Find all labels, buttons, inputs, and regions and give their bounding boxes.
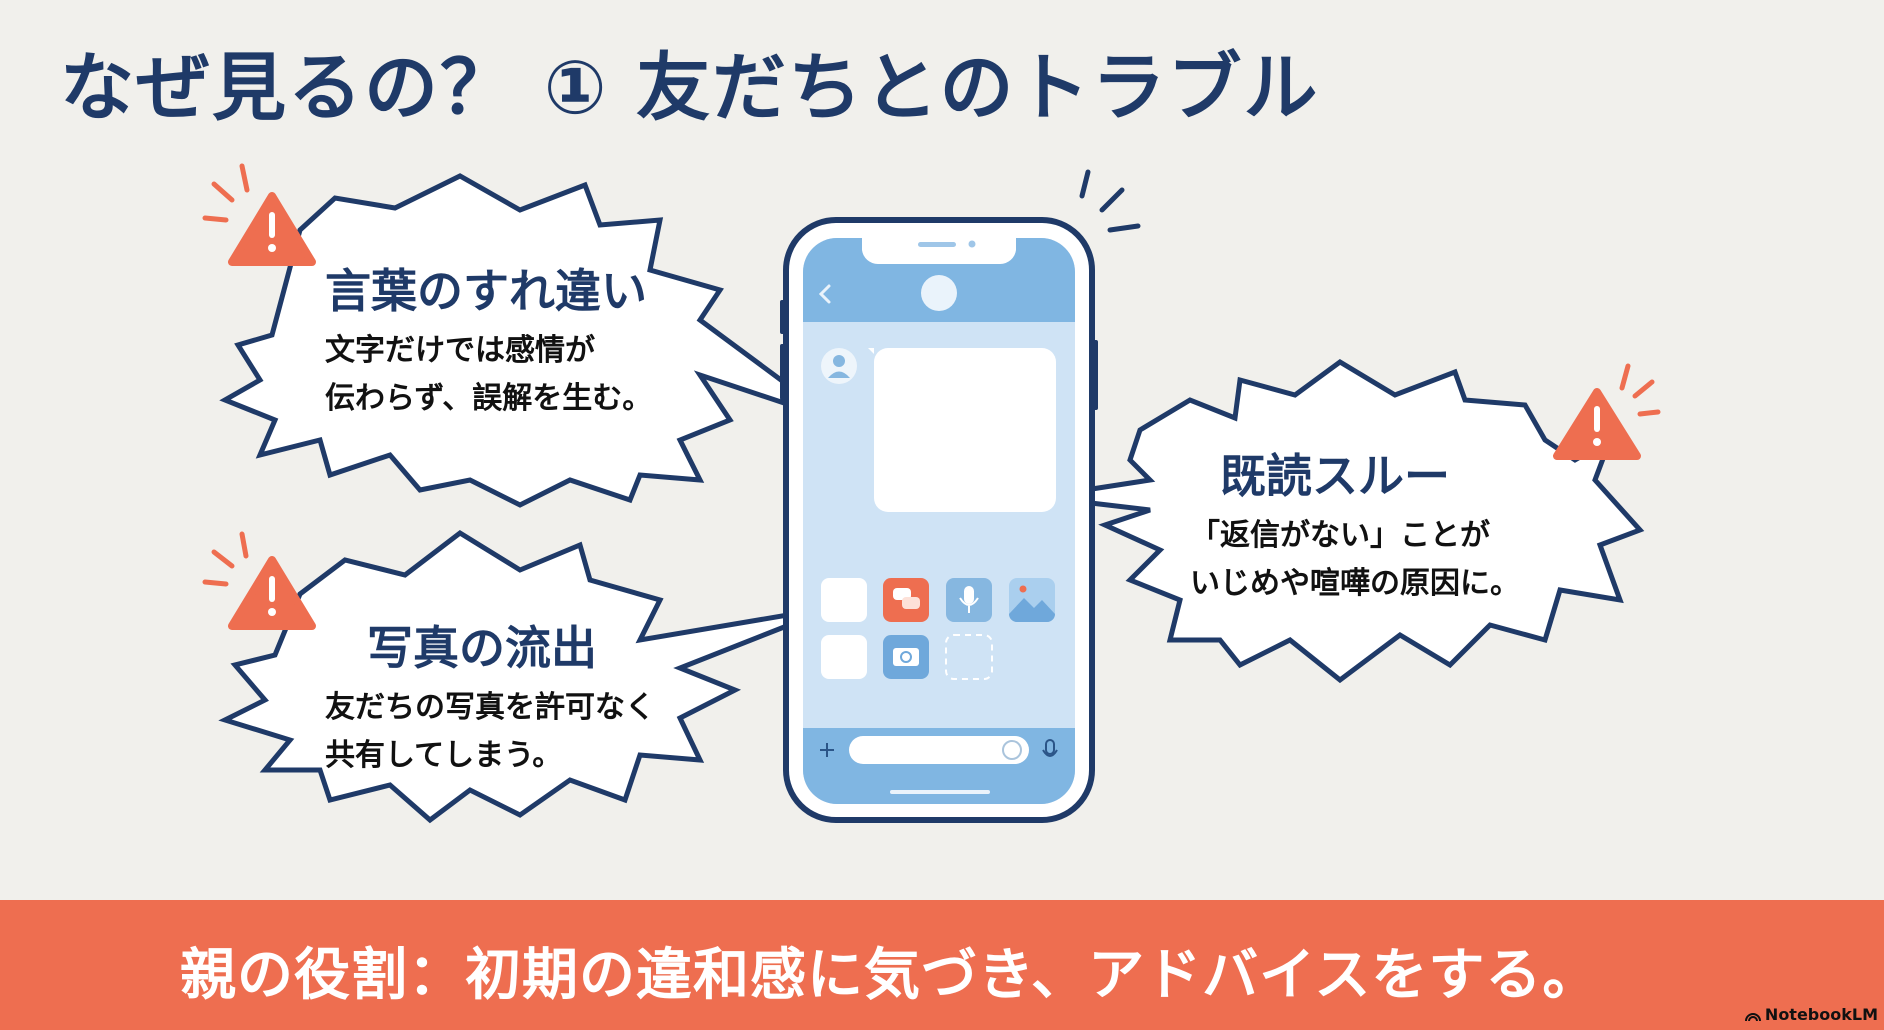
burst-text-photo-leak: 写真の流出 友だちの写真を許可なく 共有してしまう。 <box>325 612 655 780</box>
burst-text-misunderstanding: 言葉のすれ違い 文字だけでは感情が 伝わらず、誤解を生む。 <box>325 255 652 423</box>
burst-line: 「返信がない」ことが <box>1190 518 1490 553</box>
voice-icon <box>1042 739 1058 757</box>
burst-line: 伝わらず、誤解を生む。 <box>325 381 653 416</box>
plus-icon <box>820 743 834 757</box>
burst-line: いじめや喧嘩の原因に。 <box>1190 566 1520 601</box>
notebooklm-logo-icon <box>1744 1012 1761 1021</box>
burst-title: 言葉のすれ違い <box>325 264 647 318</box>
burst-title: 写真の流出 <box>367 621 597 675</box>
burst-body: 友だちの写真を許可なく 共有してしまう。 <box>325 684 655 780</box>
burst-body: 文字だけでは感情が 伝わらず、誤解を生む。 <box>325 327 652 423</box>
warning-icon <box>202 531 316 630</box>
burst-line: 友だちの写真を許可なく <box>325 690 655 725</box>
warning-icon <box>202 163 316 266</box>
emoji-icon <box>1002 740 1022 760</box>
message-input <box>849 736 1029 764</box>
contact-avatar-icon <box>921 275 957 311</box>
smartphone <box>780 169 1141 823</box>
slide-title: なぜ見るの？ ① 友だちとのトラブル <box>60 45 1320 131</box>
warning-icon <box>1553 363 1661 460</box>
burst-photo-leak <box>218 529 836 824</box>
burst-text-read-ignore: 既読スルー 「返信がない」ことが いじめや喧嘩の原因に。 <box>1190 440 1520 608</box>
footer-banner: 親の役割：初期の違和感に気づき、アドバイスをする。 NotebookLM <box>0 900 1884 1030</box>
brand-label: NotebookLM <box>1764 1005 1878 1024</box>
burst-body: 「返信がない」ことが いじめや喧嘩の原因に。 <box>1190 512 1520 608</box>
back-chevron-icon <box>818 284 831 304</box>
burst-read-ignore <box>1039 359 1645 684</box>
footer-message: 親の役割：初期の違和感に気づき、アドバイスをする。 <box>180 943 1600 1008</box>
burst-line: 共有してしまう。 <box>325 738 563 773</box>
illustration <box>202 163 1661 824</box>
burst-misunderstanding <box>219 173 837 508</box>
brand-watermark: NotebookLM <box>1744 1005 1878 1024</box>
burst-line: 文字だけでは感情が <box>325 333 595 368</box>
burst-title: 既読スルー <box>1220 449 1450 503</box>
